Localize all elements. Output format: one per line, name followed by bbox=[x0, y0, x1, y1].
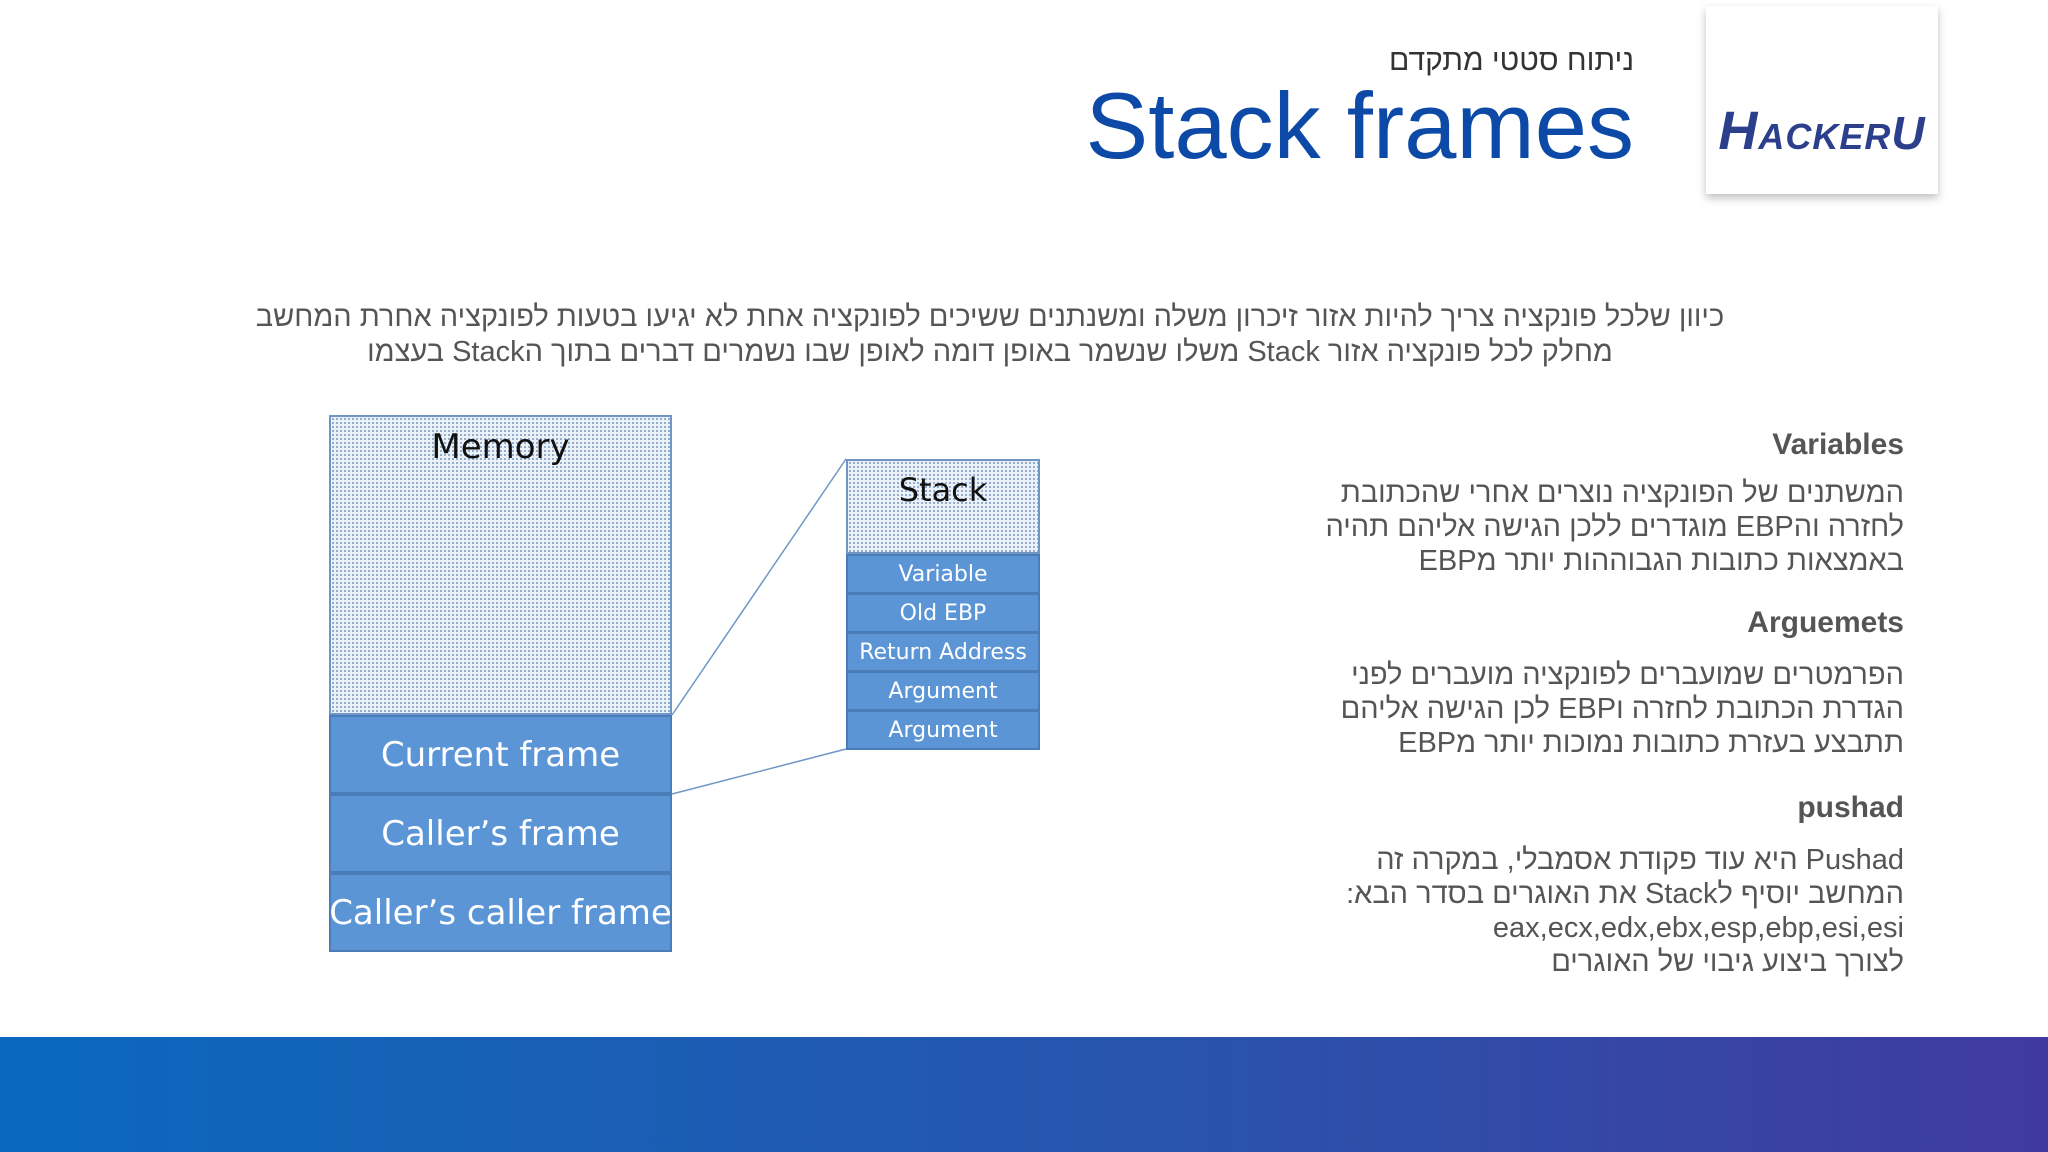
section-heading: pushad bbox=[1797, 791, 1904, 824]
section-variables: Variables המשתנים של הפונקציה נוצרים אחר… bbox=[1164, 428, 1904, 578]
stack-block: Stack bbox=[846, 459, 1040, 554]
stack-label: Stack bbox=[898, 471, 988, 509]
connector-line-bottom bbox=[671, 748, 847, 795]
section-line: לצורך ביצוע גיבוי של האוגרים bbox=[1551, 946, 1904, 978]
intro-paragraph: כיוון שלכל פונקציה צריך להיות אזור זיכרו… bbox=[200, 300, 1780, 370]
section-body: Pushad היא עוד פקודת אסמבלי, במקרה זה המ… bbox=[1164, 843, 1904, 979]
logo-card: HACKERU bbox=[1706, 6, 1938, 194]
memory-label: Memory bbox=[431, 427, 570, 467]
section-line: הפרמטרים שמועברים לפונקציה מועברים לפני bbox=[1351, 659, 1904, 691]
section-heading: Arguemets bbox=[1747, 606, 1904, 639]
stack-row-return-address: Return Address bbox=[846, 632, 1040, 672]
stack-row-old-ebp: Old EBP bbox=[846, 593, 1040, 633]
stack-row-argument: Argument bbox=[846, 671, 1040, 711]
footer-band bbox=[0, 1037, 2048, 1152]
stack-row-argument: Argument bbox=[846, 710, 1040, 750]
memory-block: Memory bbox=[329, 415, 672, 715]
section-line: הגדרת הכתובת לחזרה וEBP לכן הגישה אליהם bbox=[1340, 693, 1904, 725]
section-arguments: Arguemets הפרמטרים שמועברים לפונקציה מוע… bbox=[1164, 606, 1904, 760]
section-line: תתבצע בעזרת כתובות נמוכות יותר מEBP bbox=[1398, 727, 1904, 759]
slide-title: Stack frames bbox=[1085, 73, 1635, 178]
section-line: eax,ecx,edx,ebx,esp,ebp,esi,esi bbox=[1492, 912, 1904, 944]
section-line: באמצאות כתובות הגבוההות יותר מEBP bbox=[1418, 545, 1904, 577]
hackeru-logo: HACKERU bbox=[1718, 101, 1926, 161]
section-line: המשתנים של הפונקציה נוצרים אחרי שהכתובת bbox=[1340, 477, 1904, 509]
callers-caller-frame: Caller’s caller frame bbox=[329, 873, 672, 952]
callers-frame: Caller’s frame bbox=[329, 794, 672, 873]
intro-line-2: מחלק לכל פונקציה אזור Stack משלו שנשמר ב… bbox=[367, 336, 1613, 368]
section-heading: Variables bbox=[1772, 428, 1904, 461]
section-body: הפרמטרים שמועברים לפונקציה מועברים לפני … bbox=[1164, 658, 1904, 760]
intro-line-1: כיוון שלכל פונקציה צריך להיות אזור זיכרו… bbox=[255, 301, 1725, 333]
section-line: Pushad היא עוד פקודת אסמבלי, במקרה זה bbox=[1376, 844, 1904, 876]
section-pushad: pushad Pushad היא עוד פקודת אסמבלי, במקר… bbox=[1164, 791, 1904, 979]
current-frame: Current frame bbox=[329, 715, 672, 794]
section-line: לחזרה והEBP מוגדרים ללכן הגישה אליהם תהי… bbox=[1325, 511, 1904, 543]
connector-line-top bbox=[671, 458, 847, 716]
slide-subtitle: ניתוח סטטי מתקדם bbox=[1389, 44, 1634, 77]
section-line: המחשב יוסיף לStack את האוגרים בסדר הבא: bbox=[1346, 878, 1904, 910]
stack-row-variable: Variable bbox=[846, 554, 1040, 594]
section-body: המשתנים של הפונקציה נוצרים אחרי שהכתובת … bbox=[1164, 476, 1904, 578]
